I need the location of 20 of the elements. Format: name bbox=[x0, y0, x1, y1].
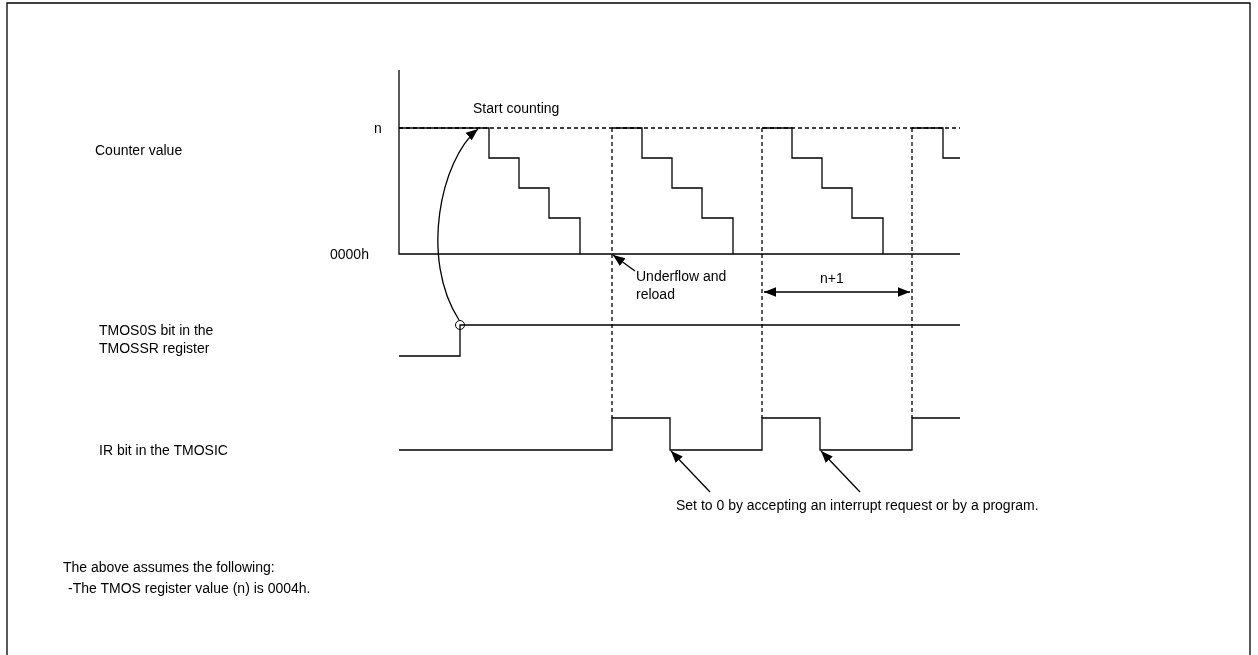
annotation-text: Set to 0 by accepting an interrupt request or by a program. bbox=[676, 496, 1039, 514]
leader-arrow bbox=[612, 254, 636, 272]
timing-guide-line bbox=[611, 127, 613, 419]
counter-waveform bbox=[398, 127, 961, 255]
axis-label: 0000h bbox=[330, 245, 369, 263]
leader-arrow bbox=[670, 450, 711, 493]
annotation-text: Underflow and reload bbox=[636, 267, 748, 303]
axis-label: Counter value bbox=[95, 141, 183, 159]
timing-guide-line bbox=[761, 127, 763, 419]
axis-label: TMOS0S bit in the TMOSSR register bbox=[99, 321, 215, 357]
note-text: -The TMOS register value (n) is 0004h. bbox=[68, 579, 311, 597]
curved-arrow bbox=[437, 128, 479, 321]
ir-waveform bbox=[398, 417, 961, 451]
timing-guide-line bbox=[911, 127, 913, 419]
axis-label: n bbox=[374, 119, 382, 137]
dimension-label: n+1 bbox=[820, 269, 844, 287]
leader-arrow bbox=[820, 450, 861, 493]
note-text: The above assumes the following: bbox=[63, 558, 275, 576]
axis-label: Start counting bbox=[473, 99, 560, 117]
axis-label: IR bit in the TMOSIC bbox=[99, 441, 228, 459]
